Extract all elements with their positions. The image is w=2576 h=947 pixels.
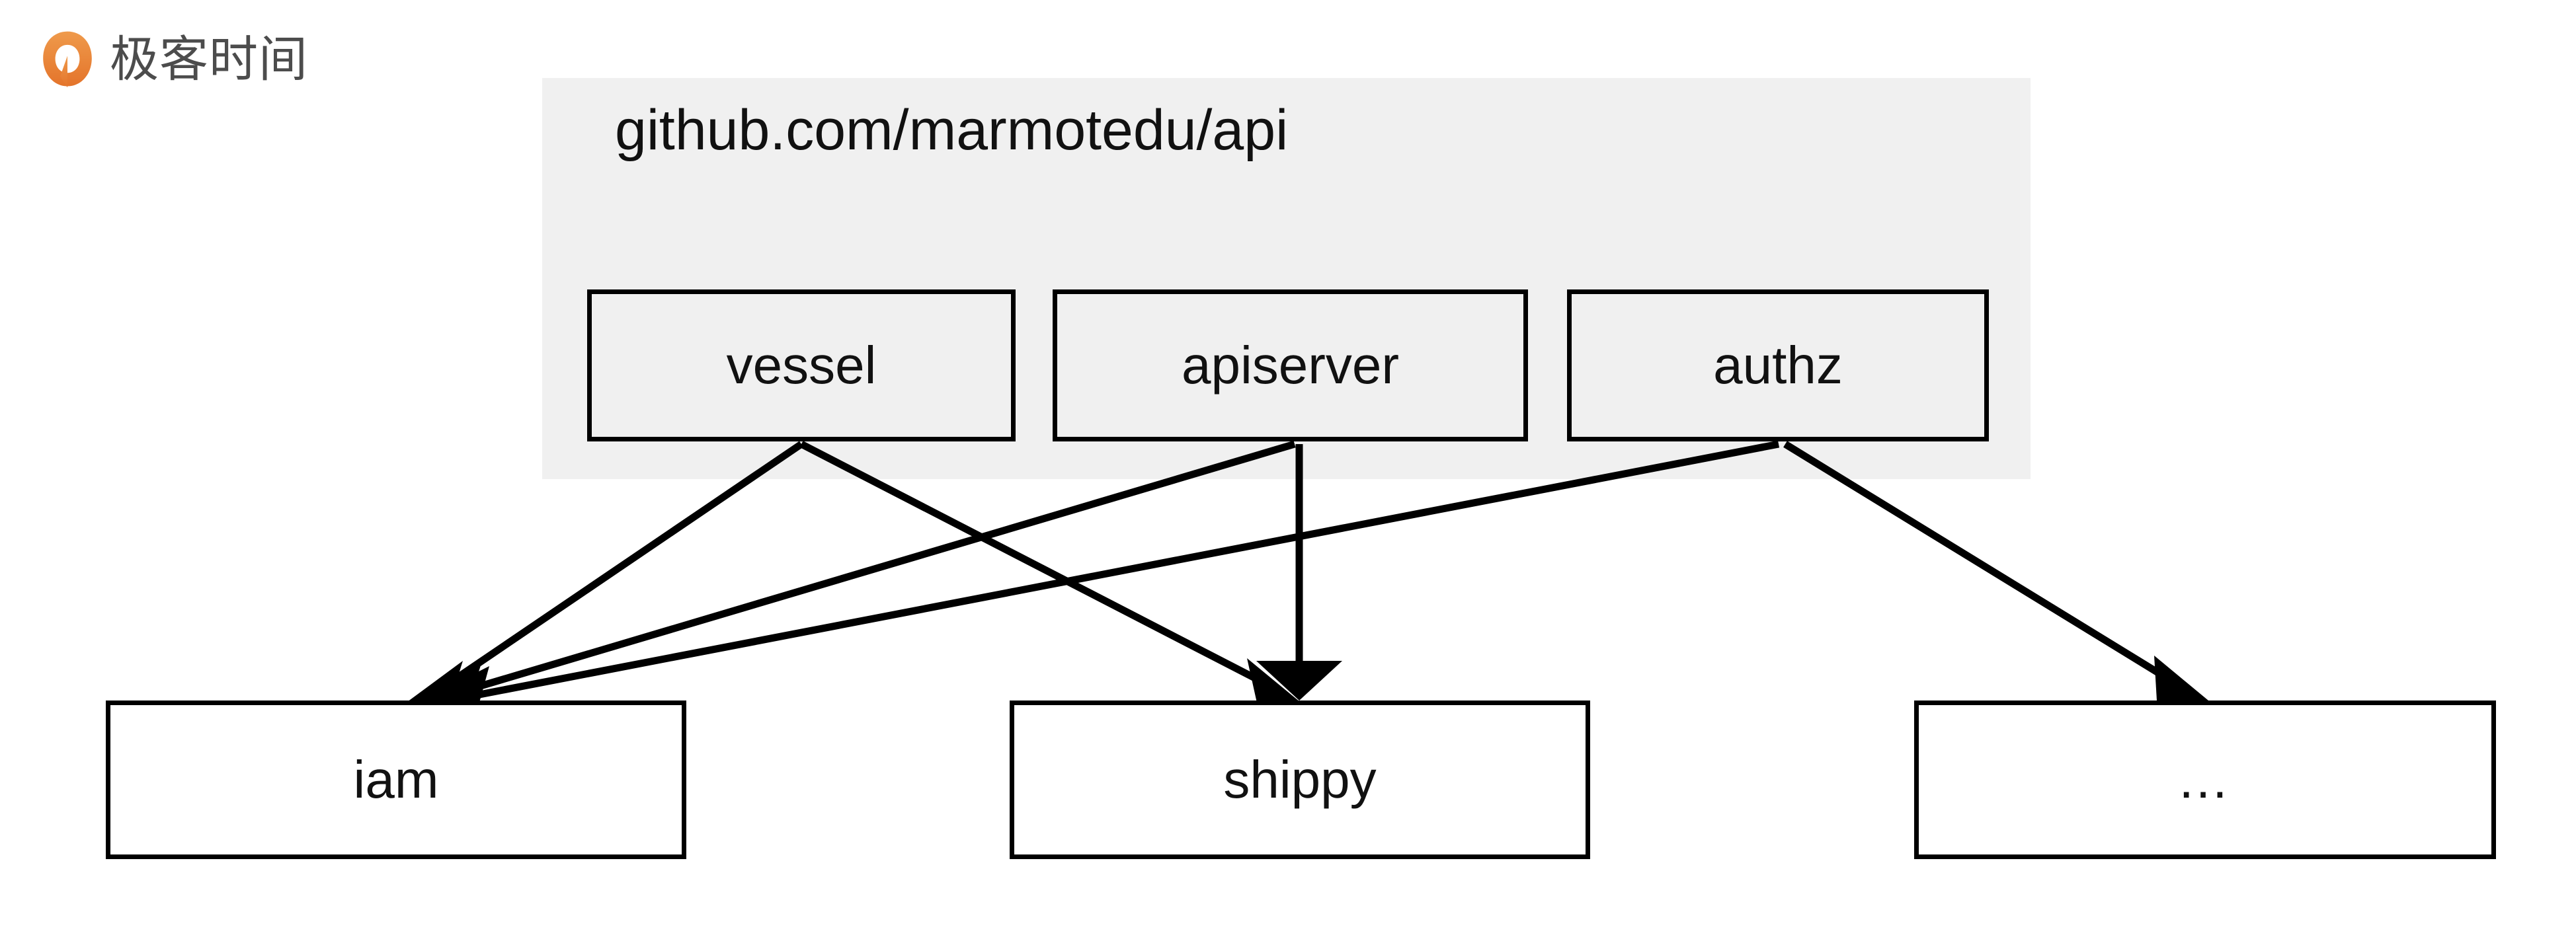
node-iam-label: iam bbox=[353, 750, 439, 809]
brand-name: 极客时间 bbox=[110, 31, 308, 88]
node-apiserver-label: apiserver bbox=[1181, 336, 1400, 395]
node-shippy-label: shippy bbox=[1223, 750, 1377, 809]
node-other-label: … bbox=[2177, 750, 2234, 809]
edge-apiserver-to-iam bbox=[423, 440, 1296, 722]
node-vessel-label: vessel bbox=[726, 336, 877, 395]
node-vessel[interactable]: vessel bbox=[587, 289, 1016, 441]
edge-vessel-to-iam bbox=[407, 441, 804, 720]
node-authz[interactable]: authz bbox=[1567, 289, 1989, 441]
package-title: github.com/marmotedu/api bbox=[615, 98, 1289, 162]
edge-apiserver-to-shippy bbox=[1256, 444, 1342, 701]
geektime-ring-logo-icon bbox=[43, 31, 92, 88]
edge-authz-to-iam bbox=[431, 440, 1780, 724]
node-iam[interactable]: iam bbox=[106, 701, 686, 859]
node-authz-label: authz bbox=[1713, 336, 1843, 395]
brand-logo: 极客时间 bbox=[37, 29, 308, 90]
edge-vessel-to-shippy bbox=[799, 441, 1300, 718]
node-other[interactable]: … bbox=[1914, 701, 2496, 859]
node-shippy[interactable]: shippy bbox=[1010, 701, 1590, 859]
edge-authz-to-other bbox=[1783, 441, 2208, 701]
node-apiserver[interactable]: apiserver bbox=[1053, 289, 1528, 441]
